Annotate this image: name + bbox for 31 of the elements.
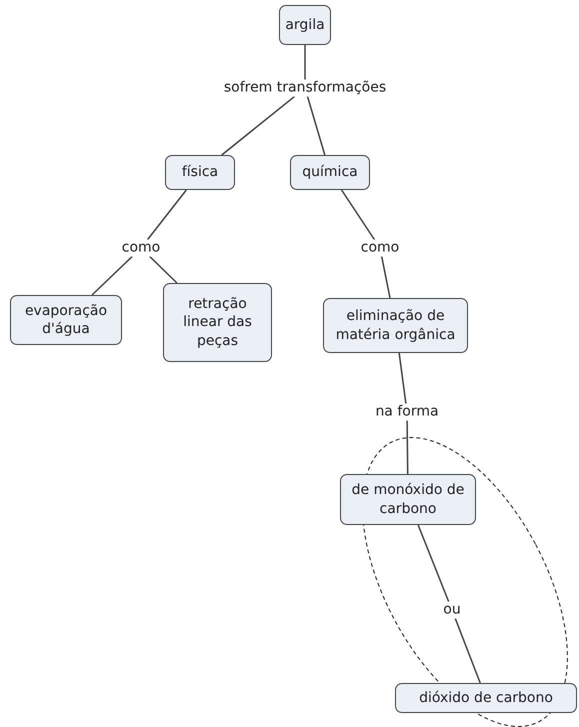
concept-box: [395, 683, 577, 713]
concept-label: retração linear das peças: [182, 295, 253, 350]
linking-phrase: sofrem transformações: [222, 80, 388, 96]
concept-label: argila: [285, 16, 325, 34]
concept-label: eliminação de matéria orgânica: [334, 307, 456, 344]
concept-box: [163, 283, 272, 362]
concept-box: [165, 155, 235, 190]
concept-label: evaporação d'água: [24, 302, 108, 338]
connector-line: [454, 618, 481, 684]
connector-line: [406, 420, 408, 474]
concept-label: dióxido de carbono: [419, 688, 553, 708]
connector-line: [304, 45, 306, 80]
concept-box: [10, 295, 122, 345]
linking-phrase: como: [358, 240, 402, 256]
connector-line: [380, 256, 391, 298]
connector-line: [221, 96, 296, 156]
connector-line: [398, 352, 407, 404]
concept-box: [340, 474, 476, 525]
connector-line: [417, 524, 450, 602]
connector-line: [146, 190, 187, 240]
concept-box: [323, 298, 468, 353]
concept-box: [290, 155, 370, 190]
connector-line: [340, 190, 376, 240]
concept-label: física: [182, 163, 218, 182]
connector-line: [92, 256, 133, 296]
connector-line: [149, 256, 178, 284]
connector-line: [306, 96, 326, 156]
concept-label: química: [302, 163, 358, 182]
linking-phrase: como: [120, 240, 162, 256]
concept-box: [279, 5, 331, 45]
concept-label: de monóxido de carbono: [350, 481, 466, 518]
